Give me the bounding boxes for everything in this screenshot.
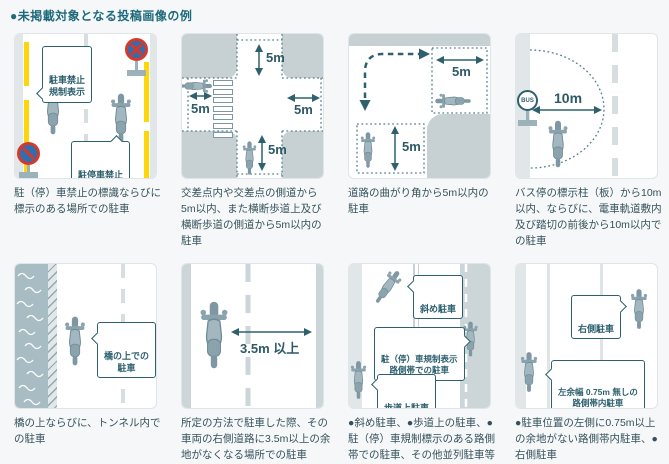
water-area — [15, 263, 48, 408]
distance-label: 3.5m 以上 — [240, 340, 300, 356]
diagram-bridge: 橋の上での 駐車 — [14, 262, 157, 409]
panel-caption: バス停の標示柱（板）から10m以内、ならびに、電車軌道敷内及び踏切の前後から10… — [515, 187, 662, 247]
motorcycle-icon — [64, 313, 86, 369]
corner-block — [282, 131, 323, 178]
road-edge-strip — [316, 263, 323, 408]
right-side-parking-bubble: 右側駐車 — [571, 294, 627, 340]
motorcycle-icon — [431, 93, 475, 109]
motorcycle-icon — [110, 92, 132, 144]
panel-no-parking-signs: 駐車禁止 規制表示 駐停車禁止 規制表示 駐（停）車禁止の標識ならびに標示のある… — [14, 33, 164, 250]
distance-label: 5m — [452, 64, 471, 79]
measure-lines — [182, 34, 323, 178]
panel-caption: 駐（停）車禁止の標識ならびに標示のある場所での駐車 — [14, 187, 161, 215]
distance-label: 5m — [266, 50, 285, 65]
diagram-no-parking-signs: 駐車禁止 規制表示 駐停車禁止 規制表示 — [14, 33, 157, 179]
water-waves — [16, 272, 44, 405]
panel-bridge: 橋の上での 駐車 橋の上ならびに、トンネル内での駐車 — [14, 262, 164, 464]
bridge-railing — [48, 263, 57, 408]
panel-intersection: 5m 5m 5m 5m 交差点内や交差点の側道から5m以内、また横断歩道上及び横… — [181, 33, 331, 250]
corner-block — [182, 131, 237, 178]
road-edge-strip — [182, 263, 191, 408]
motorcycle-icon — [199, 297, 229, 373]
no-parking-sign-icon — [17, 142, 40, 165]
examples-grid: 駐車禁止 規制表示 駐停車禁止 規制表示 駐（停）車禁止の標識ならびに標示のある… — [14, 33, 665, 464]
yellow-road-marking — [24, 158, 29, 178]
corner-block — [182, 34, 237, 78]
diagram-intersection: 5m 5m 5m 5m — [181, 33, 324, 179]
motorcycle-icon — [242, 140, 257, 176]
motorcycle-icon — [360, 127, 376, 173]
yellow-road-marking — [24, 42, 29, 86]
sidewalk-strip — [516, 263, 526, 408]
diagram-corner: 5m 5m — [348, 33, 491, 179]
diagram-diagonal-sidewalk: 斜め駐車 駐（停）車規制表示 路側帯での駐車 歩道上駐車 — [348, 262, 491, 409]
sidewalk-strip — [150, 34, 156, 178]
yellow-road-marking — [144, 62, 149, 122]
no-stopping-sign-icon — [125, 38, 148, 61]
panel-caption: 所定の方法で駐車した際、その車両の右側道路に3.5m以上の余地がなくなる場所での… — [181, 416, 331, 461]
distance-label: 5m — [294, 102, 313, 117]
corner-block — [282, 34, 323, 78]
motorcycle-icon — [630, 284, 648, 334]
bubble-label: 駐（停）車規制表示 路側帯での駐車 — [381, 353, 458, 376]
measure-lines — [356, 47, 488, 174]
motorcycle-icon — [181, 78, 212, 93]
sign-pole — [27, 165, 30, 173]
panel-caption: ●斜め駐車、●歩道上の駐車、●駐（停）車規制標示のある路側帯での駐車、その他並列… — [348, 416, 495, 461]
distance-label: 5m — [402, 139, 421, 154]
motorcycle-icon — [350, 360, 367, 400]
roadside-block — [349, 34, 490, 46]
roadside-parking-bubble: 駐（停）車規制表示 路側帯での駐車 — [374, 326, 471, 381]
panel-diagonal-sidewalk: 斜め駐車 駐（停）車規制表示 路側帯での駐車 歩道上駐車 ●斜め駐車、●歩道上の… — [348, 262, 498, 464]
panel-caption: ●駐車位置の左側に0.75m以上の余地がない路側帯内駐車、●右側駐車 — [515, 416, 658, 461]
bus-sign-label: BUS — [521, 97, 534, 104]
roadside-dashed-line — [464, 263, 468, 408]
bubble-label: 左余幅 0.75m 無しの 路側帯内駐車 — [558, 386, 638, 409]
panel-bus-stop: 10m BUS バス停の標示柱（板）から10m以内、ならびに、電車軌道敷内及び踏… — [515, 33, 665, 250]
motorcycle-icon — [520, 347, 538, 397]
sidewalk-parking-bubble: 歩道上駐車 — [371, 373, 437, 409]
diagram-bus-stop: 10m BUS — [515, 33, 658, 179]
lane-line — [547, 263, 550, 408]
motorcycle-icon — [547, 120, 569, 168]
panel-caption: 橋の上ならびに、トンネル内での駐車 — [14, 416, 161, 445]
diagonal-parking-bubble: 斜め駐車 — [407, 274, 464, 320]
no-stopping-marking-bubble: 駐停車禁止 規制表示 — [71, 135, 131, 179]
bus-stop-sign-icon: BUS — [517, 90, 538, 111]
diagram-clearance: 3.5m 以上 — [181, 262, 324, 409]
left-margin-bubble: 左余幅 0.75m 無しの 路側帯内駐車 — [545, 359, 645, 409]
no-parking-marking-bubble: 駐車禁止 規制表示 — [36, 46, 93, 103]
sign-base — [19, 172, 38, 178]
panel-caption: 道路の曲がり角から5m以内の駐車 — [348, 187, 489, 215]
sign-base — [518, 120, 537, 126]
distance-label: 5m — [191, 101, 210, 116]
measure-lines — [231, 263, 312, 408]
panel-caption: 交差点内や交差点の側道から5m以内、また横断歩道上及び横断歩道の側道から5m以内… — [181, 187, 322, 247]
page-title: ●未掲載対象となる投稿画像の例 — [10, 9, 193, 23]
diagram-right-side: 右側駐車 左余幅 0.75m 無しの 路側帯内駐車 — [515, 262, 658, 409]
bridge-parking-bubble: 橋の上での 駐車 — [91, 321, 156, 379]
panel-corner: 5m 5m 道路の曲がり角から5m以内の駐車 — [348, 33, 498, 250]
panel-right-side: 右側駐車 左余幅 0.75m 無しの 路側帯内駐車 ●駐車位置の左側に0.75m… — [515, 262, 665, 464]
panel-clearance: 3.5m 以上 所定の方法で駐車した際、その車両の右側道路に3.5m以上の余地が… — [181, 262, 331, 464]
distance-label: 5m — [268, 142, 287, 157]
yellow-road-marking — [144, 131, 149, 178]
bubble-label: 駐車禁止 規制表示 — [49, 75, 86, 98]
sign-pole — [526, 111, 529, 120]
measure-lines — [529, 34, 618, 178]
yellow-road-marking — [24, 100, 29, 144]
sign-pole — [135, 61, 138, 71]
sign-base — [127, 70, 146, 76]
bubble-label: 橋の上での 駐車 — [104, 351, 150, 374]
bubble-label: 斜め駐車 — [420, 304, 457, 315]
crosswalk — [213, 80, 233, 140]
bubble-label: 歩道上駐車 — [384, 403, 430, 409]
bubble-label: 右側駐車 — [578, 324, 615, 335]
corner-block — [427, 114, 490, 178]
sidewalk-strip — [15, 34, 23, 178]
distance-label: 10m — [554, 90, 583, 106]
bubble-label: 駐停車禁止 規制表示 — [78, 170, 124, 179]
